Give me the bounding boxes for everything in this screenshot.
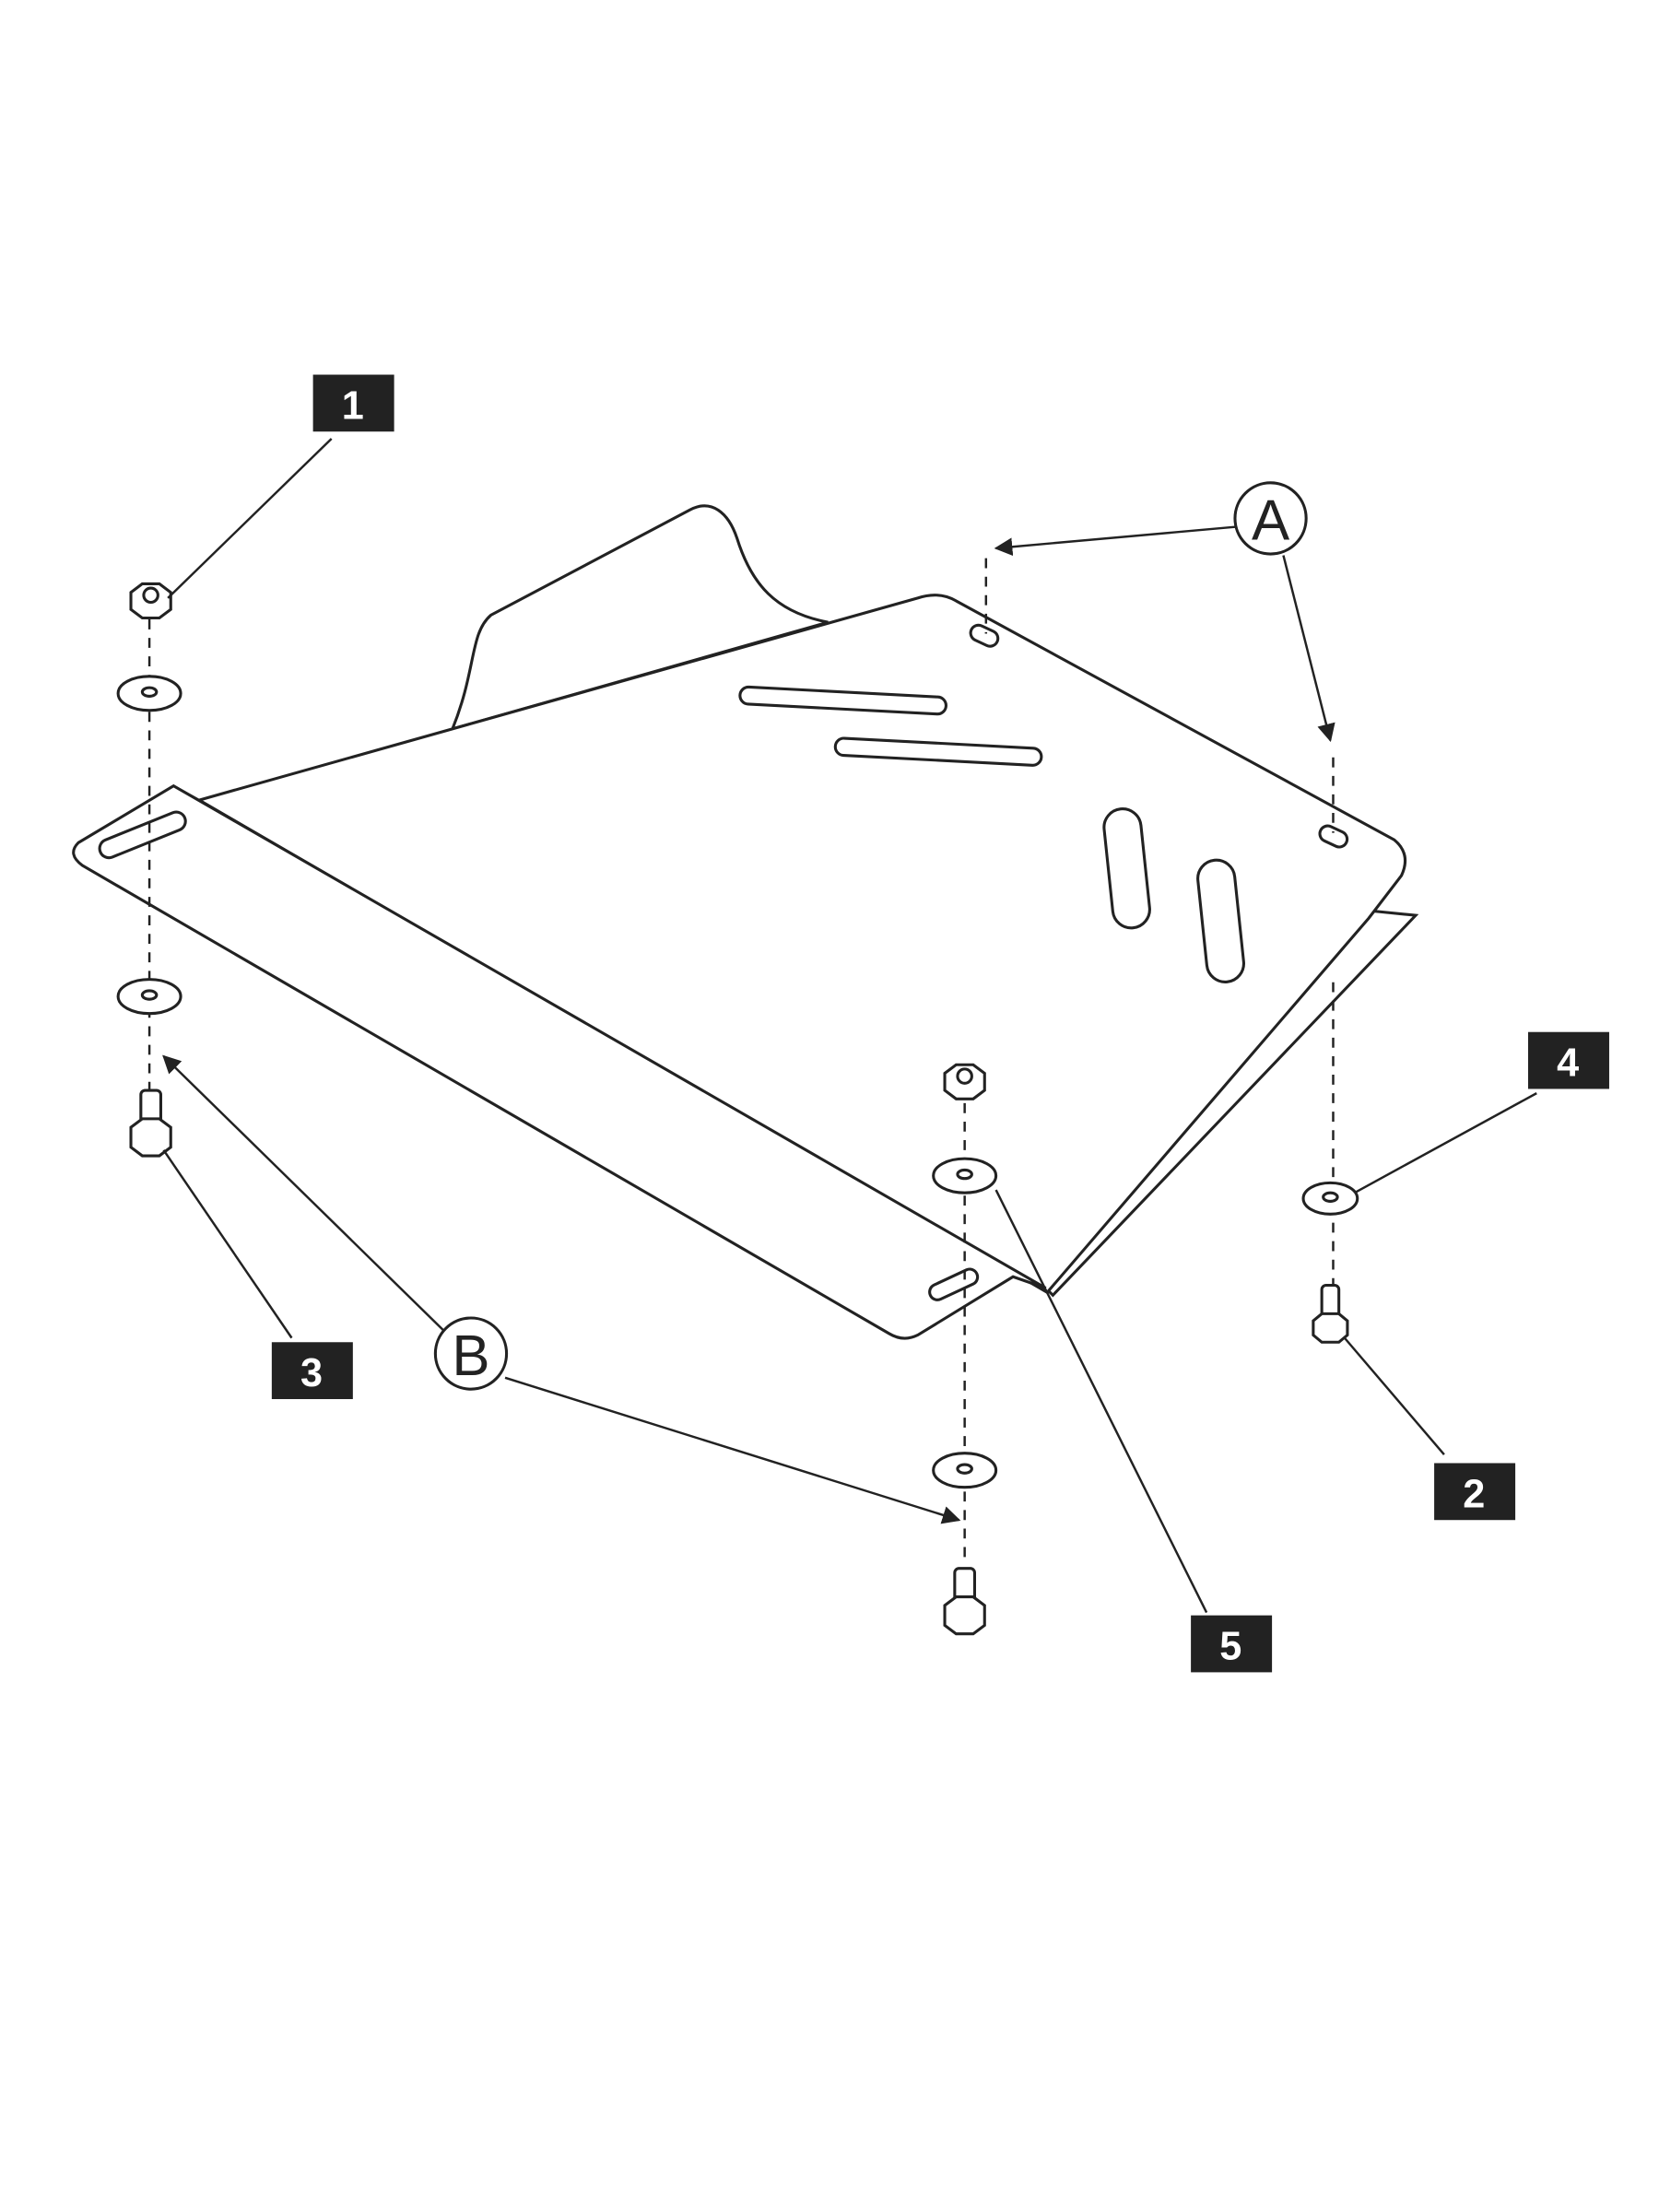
leader-lines — [162, 438, 1537, 1614]
mount-label: A — [1252, 489, 1290, 553]
washer-icon — [932, 1157, 998, 1194]
mount-point-a: A — [1233, 481, 1308, 556]
callout-label: 2 — [1463, 1472, 1485, 1516]
callout-2: 2 — [1434, 1463, 1516, 1521]
skid-plate — [72, 504, 1419, 1340]
callout-label: 4 — [1557, 1041, 1579, 1086]
callout-label: 1 — [342, 383, 364, 428]
callout-5: 5 — [1191, 1615, 1273, 1673]
washer-icon — [116, 675, 182, 712]
plate-fin — [450, 504, 829, 732]
nut-icon — [943, 1063, 986, 1100]
mount-point-b: B — [433, 1316, 509, 1391]
callout-4: 4 — [1527, 1031, 1609, 1089]
callout-label: 5 — [1219, 1625, 1241, 1669]
mount-label: B — [452, 1324, 489, 1388]
nut-icon — [129, 582, 172, 620]
hardware — [116, 582, 1359, 1636]
bolt-icon — [943, 1567, 986, 1636]
callout-label: 3 — [300, 1351, 323, 1395]
bolt-icon — [129, 1088, 172, 1158]
callout-3: 3 — [271, 1342, 353, 1400]
washer-icon — [1301, 1181, 1359, 1216]
callout-1: 1 — [312, 374, 394, 432]
plate-top — [195, 594, 1407, 1295]
washer-icon — [932, 1452, 998, 1489]
bolt-icon — [1312, 1283, 1349, 1344]
washer-icon — [116, 978, 182, 1016]
left-flange — [72, 783, 1047, 1340]
